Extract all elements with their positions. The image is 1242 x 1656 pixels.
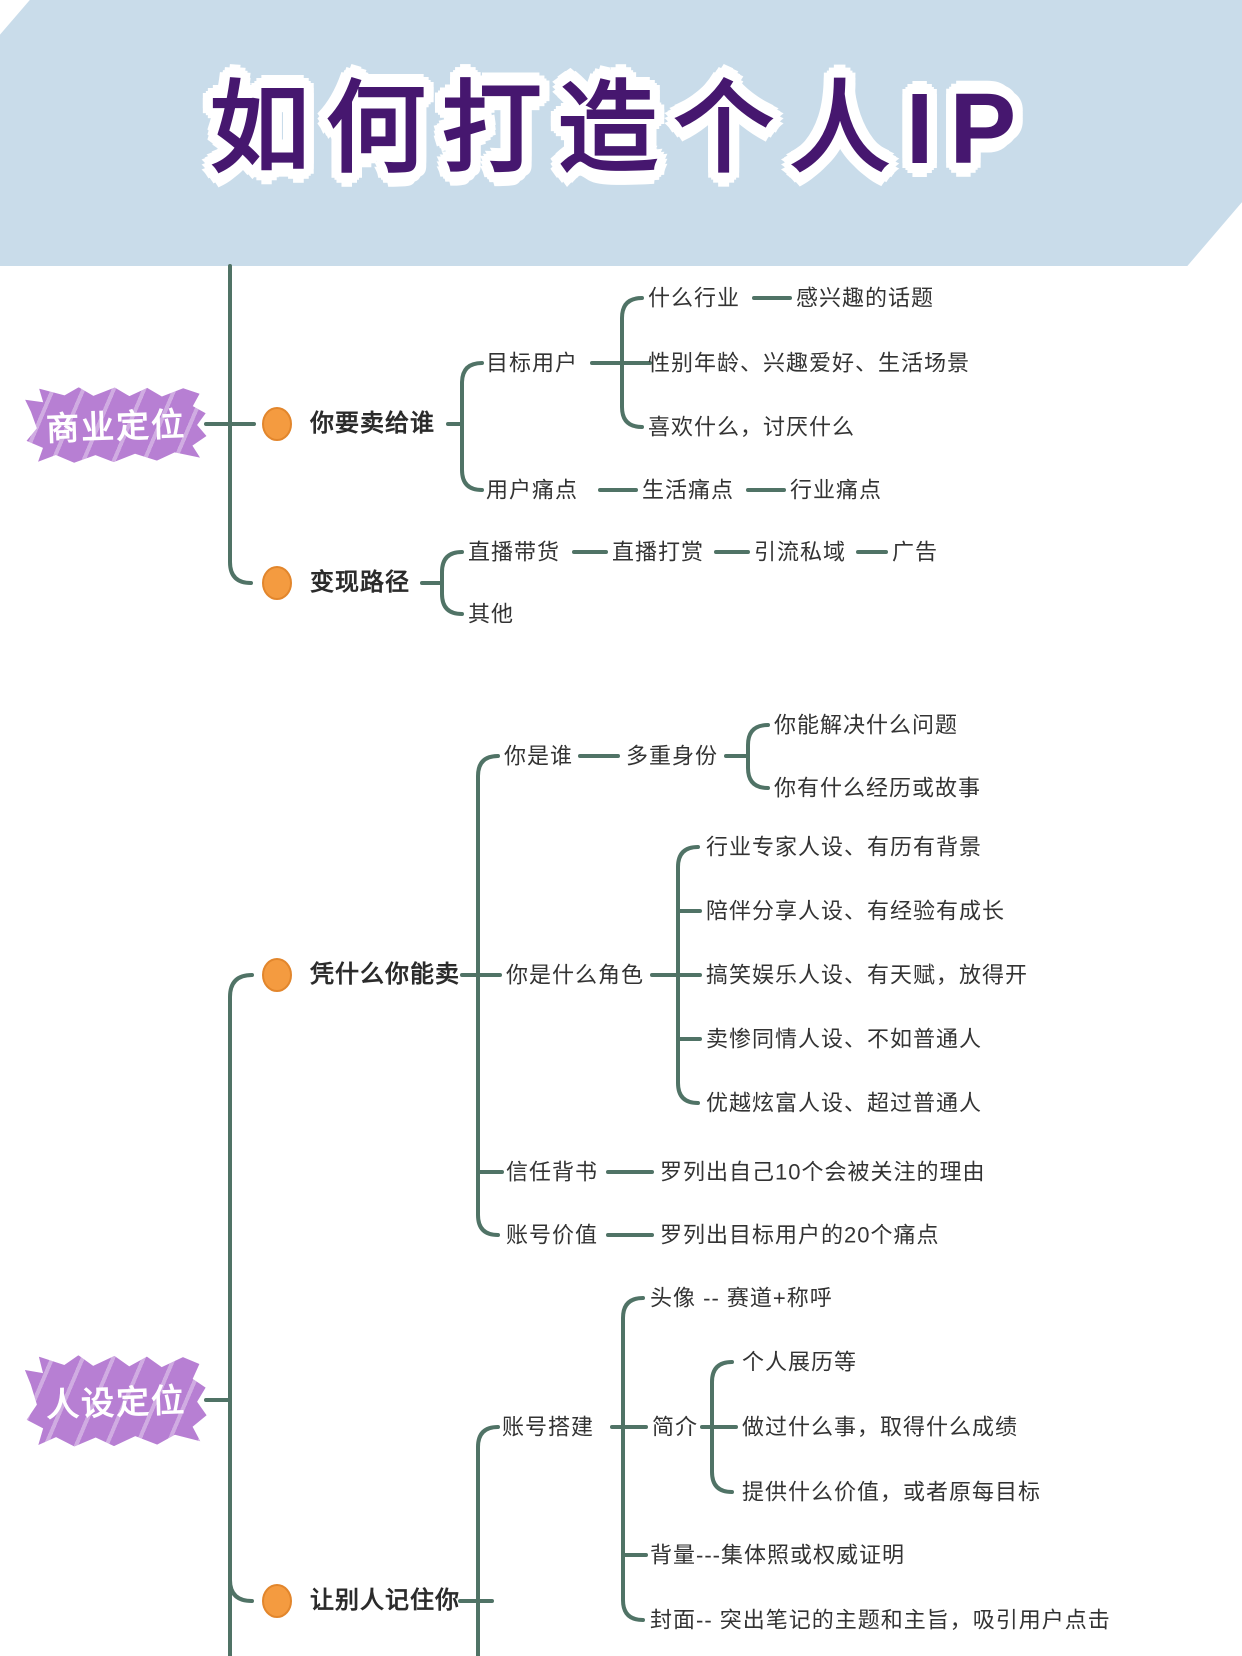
node-who-to-sell-to[interactable]: 你要卖给谁 — [310, 410, 435, 438]
node-make-people-remember[interactable]: 让别人记住你 — [310, 1587, 460, 1615]
node-other[interactable]: 其他 — [468, 601, 515, 627]
topic-bullet-icon[interactable] — [262, 566, 292, 600]
node-avatar[interactable]: 头像 -- 赛道+称呼 — [650, 1285, 833, 1311]
node-background-image[interactable]: 背量---集体照或权威证明 — [650, 1542, 905, 1568]
connector-bracket — [460, 361, 484, 492]
node-companion-persona[interactable]: 陪伴分享人设、有经验有成长 — [706, 898, 1006, 924]
connector-spine-2 — [228, 973, 254, 1656]
connector-bracket — [620, 296, 644, 429]
node-why-you-can-sell[interactable]: 凭什么你能卖 — [310, 961, 460, 989]
connector-bracket — [440, 550, 464, 616]
node-trust-endorsement[interactable]: 信任背书 — [506, 1159, 599, 1185]
node-rich-persona[interactable]: 优越炫富人设、超过普通人 — [706, 1090, 983, 1116]
node-private-traffic[interactable]: 引流私域 — [754, 539, 847, 565]
node-value-detail[interactable]: 罗列出目标用户的20个痛点 — [660, 1222, 940, 1248]
node-target-user[interactable]: 目标用户 — [486, 350, 579, 376]
connector-bracket — [621, 1296, 645, 1622]
node-user-pain[interactable]: 用户痛点 — [486, 477, 579, 503]
node-which-industry[interactable]: 什么行业 — [648, 285, 741, 311]
node-live-tipping[interactable]: 直播打赏 — [612, 539, 705, 565]
topic-bullet-icon[interactable] — [262, 958, 292, 992]
connector-bracket — [476, 754, 500, 1237]
node-bio[interactable]: 简介 — [652, 1414, 699, 1440]
node-multiple-identities[interactable]: 多重身份 — [626, 743, 719, 769]
node-funny-persona[interactable]: 搞笑娱乐人设、有天赋，放得开 — [706, 962, 1029, 988]
branch-label-business-positioning[interactable]: 商业定位 — [25, 383, 208, 465]
branch-label-persona-positioning[interactable]: 人设定位 — [24, 1351, 207, 1449]
connector-spine-1 — [228, 264, 253, 585]
node-live-commerce[interactable]: 直播带货 — [468, 539, 561, 565]
node-likes-dislikes[interactable]: 喜欢什么，讨厌什么 — [648, 414, 856, 440]
topic-bullet-icon[interactable] — [262, 407, 292, 441]
node-account-value[interactable]: 账号价值 — [506, 1222, 599, 1248]
node-monetization-path[interactable]: 变现路径 — [310, 569, 410, 597]
connector-bracket — [676, 845, 700, 1105]
connector-bracket — [476, 1425, 500, 1656]
header-banner — [0, 0, 1242, 266]
node-interesting-topics[interactable]: 感兴趣的话题 — [796, 285, 935, 311]
node-life-pain[interactable]: 生活痛点 — [642, 477, 735, 503]
node-bio-value[interactable]: 提供什么价值，或者原每目标 — [742, 1479, 1042, 1505]
node-what-role[interactable]: 你是什么角色 — [506, 962, 645, 988]
node-bio-achievements[interactable]: 做过什么事，取得什么成绩 — [742, 1414, 1019, 1440]
node-expert-persona[interactable]: 行业专家人设、有历有背景 — [706, 834, 983, 860]
node-account-setup[interactable]: 账号搭建 — [502, 1414, 595, 1440]
node-experience-story[interactable]: 你有什么经历或故事 — [774, 775, 982, 801]
connector-bracket — [710, 1360, 734, 1494]
node-bio-resume[interactable]: 个人展历等 — [742, 1349, 858, 1375]
node-problems-you-solve[interactable]: 你能解决什么问题 — [774, 712, 959, 738]
node-cover[interactable]: 封面-- 突出笔记的主题和主旨，吸引用户点击 — [650, 1607, 1111, 1633]
node-industry-pain[interactable]: 行业痛点 — [790, 477, 883, 503]
topic-bullet-icon[interactable] — [262, 1584, 292, 1618]
connector-curve — [228, 1578, 254, 1603]
node-who-are-you[interactable]: 你是谁 — [504, 743, 574, 769]
node-user-profile[interactable]: 性别年龄、兴趣爱好、生活场景 — [648, 350, 971, 376]
node-pity-persona[interactable]: 卖惨同情人设、不如普通人 — [706, 1026, 983, 1052]
connector-bracket — [746, 723, 770, 790]
node-ads[interactable]: 广告 — [892, 539, 939, 565]
node-trust-detail[interactable]: 罗列出自己10个会被关注的理由 — [660, 1159, 986, 1185]
page-title: 如何打造个人IP — [209, 72, 1033, 185]
